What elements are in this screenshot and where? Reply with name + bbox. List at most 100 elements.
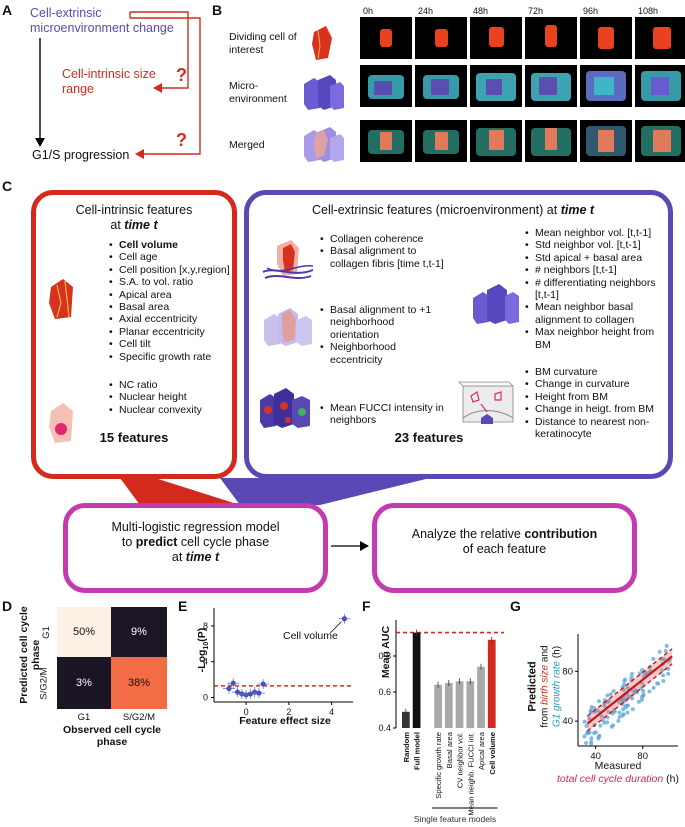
- extrinsic-feature: Std apical + basal area: [523, 252, 659, 265]
- data-point: [624, 703, 629, 708]
- data-point: [651, 657, 656, 662]
- model-box: [63, 503, 328, 593]
- extrinsic-group-3: Mean FUCCI intensity in neighbors: [318, 402, 446, 427]
- tile-microenv-96h: [580, 65, 632, 107]
- panel-label-f: F: [362, 598, 371, 614]
- analyze-text-line1: Analyze the relative: [411, 527, 525, 541]
- feature-point: [247, 691, 253, 697]
- model-text-to: to: [121, 535, 136, 549]
- intrinsic-title-line2: at: [110, 218, 125, 232]
- auc-category-label: CV neighbor vol.: [456, 732, 465, 788]
- auc-category-label: Specific growth rate: [434, 732, 443, 799]
- model-text-at: at: [171, 550, 186, 564]
- intrinsic-feature: Cell tilt: [107, 338, 230, 351]
- time-header-4: 96h: [583, 6, 599, 16]
- data-point: [620, 713, 625, 718]
- intrinsic-feature-cell-volume: Cell volume: [107, 239, 230, 252]
- tile-microenv-0h: [360, 65, 412, 107]
- intrinsic-feature: Cell age: [107, 251, 230, 264]
- intrinsic-feature: Basal area: [107, 301, 230, 314]
- data-point: [611, 689, 616, 694]
- extrinsic-feature: Height from BM: [523, 391, 663, 404]
- data-point: [657, 649, 662, 654]
- data-point: [596, 736, 601, 741]
- confusion-cell-g1-g1: 50%: [57, 607, 111, 657]
- intrinsic-features-panel: [31, 190, 237, 479]
- intrinsic-count: 15 features: [99, 430, 169, 445]
- extrinsic-feature: Max neighbor height from BM: [523, 326, 659, 351]
- row-label-microenv: Micro-environment: [229, 80, 287, 105]
- data-point: [639, 697, 644, 702]
- tile-merged-108h: [635, 120, 685, 162]
- data-point: [587, 716, 592, 721]
- data-point: [625, 686, 630, 691]
- data-point: [596, 699, 601, 704]
- extrinsic-group-5: BM curvature Change in curvature Height …: [523, 366, 663, 440]
- feature-point: [341, 616, 348, 622]
- tile-dividing-24h: [415, 17, 467, 59]
- y-tick-label: 40: [562, 716, 573, 727]
- data-point: [608, 692, 613, 697]
- data-point: [625, 710, 630, 715]
- extrinsic-feature: Basal alignment to +1 neighborhood orien…: [318, 304, 446, 341]
- extrinsic-feature: Distance to nearest non-keratinocyte: [523, 416, 663, 441]
- panel-label-c: C: [2, 178, 13, 194]
- g-ylabel-and: and: [539, 645, 551, 665]
- data-point: [599, 714, 604, 719]
- tile-microenv-24h: [415, 65, 467, 107]
- tile-microenv-108h: [635, 65, 685, 107]
- time-header-2: 48h: [473, 6, 489, 16]
- g-xlabel-unit: (h): [663, 773, 679, 785]
- extrinsic-feature: Basal alignment to collagen fibris [time…: [318, 245, 446, 270]
- data-point: [617, 710, 622, 715]
- extrinsic-label: Cell-extrinsic microenvironment change: [30, 6, 174, 35]
- extrinsic-feature: # differentiating neighbors [t,t-1]: [523, 277, 659, 302]
- extrinsic-feature: # neighbors [t,t-1]: [523, 264, 659, 277]
- extrinsic-feature: Change in heigt. from BM: [523, 403, 663, 416]
- auc-bar: [402, 711, 410, 728]
- x-tick-label: 4: [329, 707, 334, 717]
- merged-icon: [304, 127, 344, 162]
- confusion-col-label-g1: G1: [77, 712, 91, 723]
- nucleus-cell-icon: [49, 403, 73, 443]
- data-point: [630, 707, 635, 712]
- intrinsic-feature: NC ratio: [107, 379, 202, 392]
- g-ylabel: Predicted from birth size and G1 growth …: [527, 632, 564, 742]
- auc-ylabel: Mean AUC: [380, 625, 392, 679]
- auc-category-label: Basal area: [445, 731, 454, 768]
- auc-bar: [477, 666, 485, 728]
- data-point: [640, 667, 645, 672]
- tile-microenv-72h: [525, 65, 577, 107]
- g-ylabel-unit: (h): [551, 645, 563, 661]
- x-tick-label: 80: [637, 751, 648, 762]
- g-ylabel-rate: G1 growth rate: [551, 660, 563, 728]
- panel-label-b: B: [212, 2, 223, 18]
- data-point: [626, 695, 631, 700]
- g-xlabel-duration: total cell cycle duration: [557, 773, 664, 785]
- auc-bar: [455, 681, 464, 728]
- extrinsic-title: Cell-extrinsic features (microenvironmen…: [312, 203, 594, 217]
- time-header-5: 108h: [638, 6, 659, 16]
- intrinsic-title-line1: Cell-intrinsic features: [75, 203, 193, 217]
- extrinsic-feature: Mean neighbor vol. [t,t-1]: [523, 227, 659, 240]
- data-point: [647, 689, 652, 694]
- data-point: [584, 731, 589, 736]
- data-point: [637, 671, 642, 676]
- intrinsic-label: Cell-intrinsic size range: [62, 67, 156, 96]
- intrinsic-feature: Cell position [x,y,region]: [107, 264, 230, 277]
- time-header-3: 72h: [528, 6, 544, 16]
- data-point: [588, 709, 593, 714]
- extrinsic-feature: Collagen coherence: [318, 233, 446, 246]
- tile-merged-72h: [525, 120, 577, 162]
- data-point: [617, 715, 622, 720]
- data-point: [621, 688, 626, 693]
- extrinsic-group-1: Collagen coherence Basal alignment to co…: [318, 233, 446, 270]
- outcome-label: G1/S progression: [32, 148, 130, 162]
- data-point: [584, 740, 589, 745]
- auc-bar: [487, 639, 496, 728]
- g-xlabel-measured: Measured: [594, 760, 642, 772]
- panel-c-connectors: [120, 478, 430, 551]
- extrinsic-feature: BM curvature: [523, 366, 663, 379]
- data-point: [589, 739, 594, 744]
